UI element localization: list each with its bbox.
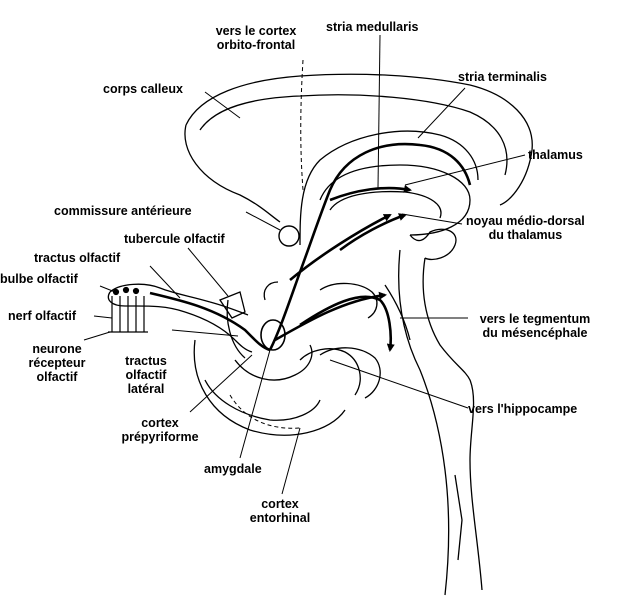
olfactory-tract-lower bbox=[234, 339, 253, 353]
amygdala-oval bbox=[260, 319, 286, 351]
label-cortex-entorhinal: cortex entorhinal bbox=[238, 497, 322, 525]
receptor-dot-3 bbox=[132, 287, 140, 295]
label-cortex-orbito-frontal: vers le cortex orbito-frontal bbox=[200, 24, 312, 52]
label-cortex-prepyriforme-line-1: cortex bbox=[141, 416, 179, 430]
path-stria-medullaris bbox=[289, 213, 392, 281]
leader-thalamus bbox=[404, 154, 526, 186]
leader-tractus-lateral bbox=[171, 329, 239, 337]
leader-noyau bbox=[401, 213, 463, 225]
receptor-dot-1 bbox=[112, 288, 120, 296]
temporal-lobe-outer bbox=[193, 339, 346, 436]
leader-cortex-prepyriforme bbox=[189, 354, 253, 413]
label-tractus-lateral-line-2: olfactif bbox=[125, 368, 167, 382]
leader-cortex-entorhinal bbox=[281, 427, 301, 495]
fornix-curve bbox=[299, 130, 479, 246]
leader-lines bbox=[83, 34, 526, 495]
label-tractus-lateral: tractus olfactif latéral bbox=[118, 354, 174, 396]
hypothalamus-curve bbox=[409, 228, 457, 261]
label-stria-medullaris: stria medullaris bbox=[326, 20, 419, 34]
leader-tractus-olfactif bbox=[149, 265, 181, 299]
leader-neurone bbox=[83, 331, 111, 341]
label-neurone-line-3: olfactif bbox=[36, 370, 78, 384]
label-tegmentum: vers le tegmentum du mésencéphale bbox=[470, 312, 600, 340]
hippocampus-curve bbox=[319, 347, 381, 399]
hypothalamus-loop bbox=[319, 282, 378, 319]
label-tegmentum-line-1: vers le tegmentum bbox=[479, 312, 591, 326]
label-noyau-medio-dorsal: noyau médio-dorsal du thalamus bbox=[466, 214, 585, 242]
leader-bulbe bbox=[99, 285, 116, 293]
label-neurone-line-1: neurone bbox=[32, 342, 82, 356]
olfactory-bulb-lower bbox=[107, 291, 236, 341]
label-neurone-recepteur: neurone récepteur olfactif bbox=[20, 342, 94, 384]
leader-stria-medullaris bbox=[377, 34, 381, 189]
temporal-lobe bbox=[204, 379, 321, 421]
path-medio-dorsal bbox=[339, 213, 407, 252]
brain-outline bbox=[184, 73, 533, 596]
dashed-outlines bbox=[229, 59, 304, 429]
label-vers-hippocampe: vers l'hippocampe bbox=[468, 402, 578, 416]
leader-commissure bbox=[245, 211, 281, 231]
label-cortex-entorhinal-line-1: cortex bbox=[261, 497, 299, 511]
label-tractus-lateral-line-1: tractus bbox=[125, 354, 167, 368]
amygdala-region bbox=[299, 348, 361, 396]
label-cortex-entorhinal-line-2: entorhinal bbox=[249, 511, 311, 525]
label-cortex-prepyriforme: cortex prépyriforme bbox=[118, 416, 202, 444]
label-cortex-orbito-line-2: orbito-frontal bbox=[216, 38, 296, 52]
receptor-neurons bbox=[108, 286, 148, 333]
receptor-dot-2 bbox=[122, 286, 130, 294]
olfactory-tract-upper bbox=[209, 301, 249, 316]
temporal-inner bbox=[234, 344, 313, 381]
label-nerf-olfactif: nerf olfactif bbox=[8, 309, 77, 323]
leader-tubercule bbox=[187, 247, 229, 297]
label-tractus-olfactif: tractus olfactif bbox=[34, 251, 121, 265]
label-cortex-orbito-line-1: vers le cortex bbox=[215, 24, 297, 38]
leader-hippocampe bbox=[329, 359, 469, 409]
label-noyau-line-1: noyau médio-dorsal bbox=[466, 214, 585, 228]
leader-amygdale bbox=[239, 349, 271, 459]
leader-stria-terminalis bbox=[417, 87, 466, 139]
aqueduct bbox=[454, 474, 463, 561]
label-tractus-lateral-line-3: latéral bbox=[127, 382, 165, 396]
label-tegmentum-line-2: du mésencéphale bbox=[482, 326, 588, 340]
lateral-olfactory-tract-path bbox=[149, 291, 271, 352]
entorhinal-dashed bbox=[229, 394, 301, 429]
olfactory-pathways bbox=[149, 142, 472, 352]
label-cortex-prepyriforme-line-2: prépyriforme bbox=[121, 430, 199, 444]
label-bulbe-olfactif: bulbe olfactif bbox=[0, 272, 78, 286]
cortex-orbito-dashed-path bbox=[300, 59, 304, 191]
brain-lower-outline bbox=[184, 124, 281, 223]
label-noyau-line-2: du thalamus bbox=[488, 228, 563, 242]
label-neurone-line-2: récepteur bbox=[28, 356, 86, 370]
label-thalamus: thalamus bbox=[528, 148, 583, 162]
path-to-stria-terminalis bbox=[268, 142, 472, 351]
label-corps-calleux: corps calleux bbox=[103, 82, 183, 96]
brainstem-outline-back bbox=[398, 249, 450, 596]
olfactory-tubercle bbox=[219, 291, 246, 319]
brainstem-outline-front bbox=[422, 257, 483, 591]
label-stria-terminalis: stria terminalis bbox=[458, 70, 547, 84]
midbrain-curve bbox=[384, 284, 411, 341]
olfactory-bulb bbox=[109, 283, 211, 303]
label-commissure-anterieure: commissure antérieure bbox=[54, 204, 192, 218]
uncus-curve bbox=[226, 299, 246, 359]
leader-corps-calleux bbox=[204, 91, 241, 119]
path-to-tegmentum-lower bbox=[299, 295, 395, 352]
corpus-callosum-outline bbox=[185, 73, 533, 206]
olfactory-bulb-tract bbox=[107, 283, 253, 353]
label-tubercule-olfactif: tubercule olfactif bbox=[124, 232, 225, 246]
thalamus-outline bbox=[319, 164, 471, 236]
corpus-callosum-inner bbox=[199, 94, 508, 176]
leader-nerf bbox=[93, 315, 113, 319]
septal-curve bbox=[263, 281, 279, 301]
anterior-commissure bbox=[278, 225, 300, 247]
label-amygdale: amygdale bbox=[204, 462, 262, 476]
path-thalamus-loop bbox=[329, 184, 412, 202]
